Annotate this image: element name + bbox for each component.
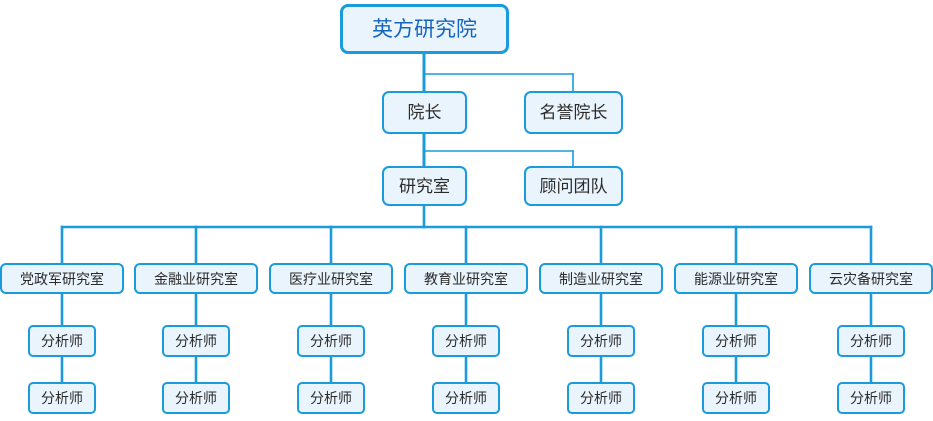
node-department-1[interactable]: 党政军研究室: [0, 263, 124, 294]
node-analyst-dept1-row1[interactable]: 分析师: [28, 325, 96, 357]
node-analyst-dept2-row2[interactable]: 分析师: [162, 382, 230, 414]
node-analyst-dept3-row1[interactable]: 分析师: [297, 325, 365, 357]
node-department-3[interactable]: 医疗业研究室: [269, 263, 393, 294]
node-department-7[interactable]: 云灾备研究室: [809, 263, 933, 294]
node-department-5[interactable]: 制造业研究室: [539, 263, 663, 294]
node-analyst-dept5-row2[interactable]: 分析师: [567, 382, 635, 414]
node-analyst-dept6-row1[interactable]: 分析师: [702, 325, 770, 357]
node-department-4[interactable]: 教育业研究室: [404, 263, 528, 294]
node-department-2[interactable]: 金融业研究室: [134, 263, 258, 294]
node-analyst-dept6-row2[interactable]: 分析师: [702, 382, 770, 414]
node-analyst-dept3-row2[interactable]: 分析师: [297, 382, 365, 414]
node-department-6[interactable]: 能源业研究室: [674, 263, 798, 294]
node-analyst-dept2-row1[interactable]: 分析师: [162, 325, 230, 357]
node-honorary-president[interactable]: 名誉院长: [524, 91, 623, 134]
node-root[interactable]: 英方研究院: [340, 4, 509, 54]
node-analyst-dept7-row2[interactable]: 分析师: [837, 382, 905, 414]
node-analyst-dept4-row1[interactable]: 分析师: [432, 325, 500, 357]
node-analyst-dept7-row1[interactable]: 分析师: [837, 325, 905, 357]
node-analyst-dept4-row2[interactable]: 分析师: [432, 382, 500, 414]
node-advisory-team[interactable]: 顾问团队: [524, 166, 623, 206]
node-analyst-dept5-row1[interactable]: 分析师: [567, 325, 635, 357]
node-research-office[interactable]: 研究室: [382, 166, 467, 206]
node-president[interactable]: 院长: [382, 91, 467, 134]
node-analyst-dept1-row2[interactable]: 分析师: [28, 382, 96, 414]
